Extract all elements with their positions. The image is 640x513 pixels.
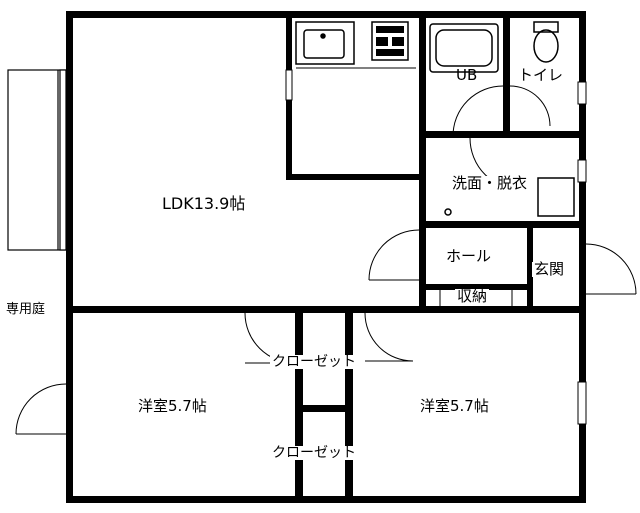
sink-icon xyxy=(295,21,355,65)
wall-closet-left xyxy=(295,313,303,496)
room-label-unit-bath: UB xyxy=(456,66,478,84)
wall-top xyxy=(66,11,586,18)
room-label-toilet: トイレ xyxy=(518,66,564,84)
room-label-ldk: LDK13.9帖 xyxy=(162,194,246,213)
window-kitchen-top xyxy=(285,69,293,101)
wall-ldk-bedroom xyxy=(66,306,579,313)
wall-left-lower xyxy=(66,311,73,503)
door-bedroom-right xyxy=(364,312,414,362)
washbasin-icon xyxy=(537,177,575,217)
door-entrance xyxy=(585,243,637,295)
window-bedroom-right xyxy=(577,381,587,425)
room-label-western-left: 洋室5.7帖 xyxy=(138,397,207,415)
wall-entrance-left xyxy=(527,221,533,313)
toilet-icon xyxy=(533,21,559,33)
wall-kitchen-horizontal xyxy=(286,174,426,180)
room-label-washroom: 洗面・脱衣 xyxy=(450,174,530,192)
wall-bottom xyxy=(66,496,586,503)
room-label-closet-upper: クローゼット xyxy=(270,354,358,370)
room-label-hall: ホール xyxy=(444,247,494,265)
door-hall-ldk xyxy=(368,229,420,281)
wall-hall-left xyxy=(419,221,426,313)
room-label-western-right: 洋室5.7帖 xyxy=(420,397,489,415)
wall-closet-right xyxy=(345,313,353,496)
room-label-closet-lower: クローゼット xyxy=(270,445,358,461)
door-bath xyxy=(452,85,504,137)
door-garden xyxy=(15,383,67,435)
wall-wash-bottom xyxy=(419,221,579,228)
wall-closet-divider xyxy=(303,405,345,412)
room-label-private-garden: 専用庭 xyxy=(6,302,46,317)
room-label-storage: 収納 xyxy=(455,287,490,305)
window-toilet xyxy=(577,81,587,105)
room-label-entrance: 玄関 xyxy=(532,260,567,278)
wall-bath-toilet xyxy=(503,18,510,136)
wall-storage-top xyxy=(419,284,533,290)
wall-left-upper xyxy=(66,11,73,311)
balcony-window xyxy=(7,69,67,251)
wall-wet-area-mid xyxy=(419,131,579,138)
wall-wet-area-left xyxy=(419,18,426,228)
door-toilet xyxy=(509,85,551,127)
window-wash xyxy=(577,159,587,183)
wall-right xyxy=(579,11,586,503)
bathtub-icon xyxy=(429,23,499,73)
